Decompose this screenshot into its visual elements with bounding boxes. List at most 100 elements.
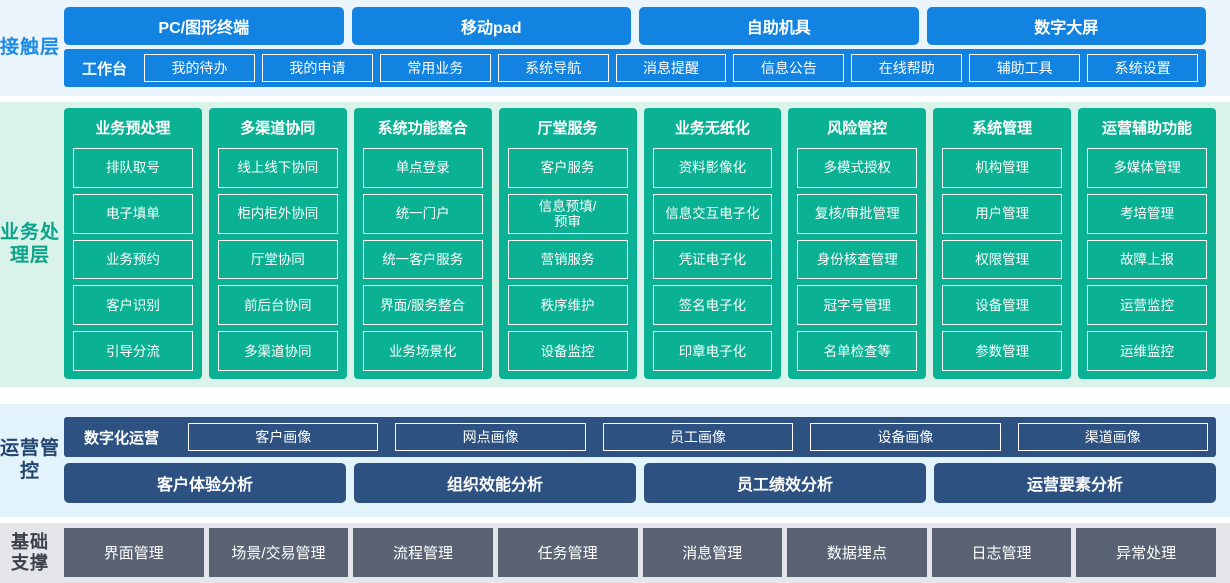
column-title: 多渠道协同 [240,120,316,137]
profile-device[interactable]: 设备画像 [810,423,1001,451]
column-title: 系统管理 [972,120,1033,137]
channel-mobile-pad[interactable]: 移动pad [351,7,631,45]
foundation-data-tracking[interactable]: 数据埋点 [787,528,927,577]
module-information-exchange-digitization[interactable]: 信息交互电子化 [652,193,773,234]
digital-operations-row: 数字化运营 客户画像 网点画像 员工画像 设备画像 渠道画像 [64,417,1216,457]
module-information-prefill-prereview[interactable]: 信息预填/ 预审 [507,193,628,234]
module-business-appointment[interactable]: 业务预约 [73,239,193,280]
layer-gap-1 [0,96,1230,102]
column-title: 业务无纸化 [674,120,750,137]
column-title: 风险管控 [827,120,888,137]
module-parameter-management[interactable]: 参数管理 [942,331,1063,371]
column-title: 系统功能整合 [377,120,468,137]
profile-customer[interactable]: 客户画像 [188,423,379,451]
workbench-title: 工作台 [82,60,128,78]
module-hall-collaboration[interactable]: 厅堂协同 [217,239,338,280]
foundation-support-layer: 基础 支撑 界面管理 场景/交易管理 流程管理 任务管理 消息管理 数据埋点 日… [0,523,1230,583]
module-electronic-form[interactable]: 电子填单 [73,193,193,234]
workbench-item-information-bulletin[interactable]: 信息公告 [733,54,845,82]
foundation-task-management[interactable]: 任务管理 [497,528,638,577]
module-permission-management[interactable]: 权限管理 [942,239,1063,280]
module-business-scenarioization[interactable]: 业务场景化 [362,331,483,371]
analysis-customer-experience[interactable]: 客户体验分析 [64,463,346,503]
profile-employee[interactable]: 员工画像 [602,423,794,451]
module-fault-reporting[interactable]: 故障上报 [1087,239,1207,280]
business-processing-layer-label: 业务处理层 [0,222,61,266]
foundation-log-management[interactable]: 日志管理 [931,528,1072,577]
workbench-item-auxiliary-tools[interactable]: 辅助工具 [969,54,1081,82]
channel-self-service-machine[interactable]: 自助机具 [639,7,919,45]
workbench-item-online-help[interactable]: 在线帮助 [851,54,963,82]
module-maintenance-monitoring[interactable]: 运维监控 [1087,331,1207,371]
module-front-back-office-collaboration[interactable]: 前后台协同 [217,285,338,326]
contact-layer: 接触层 PC/图形终端 移动pad 自助机具 数字大屏 工作台 我的待办 我的申… [0,0,1230,96]
module-multimedia-management[interactable]: 多媒体管理 [1087,148,1207,188]
module-queue-ticketing[interactable]: 排队取号 [73,148,193,188]
column-title: 运营辅助功能 [1102,120,1193,137]
module-training-assessment-management[interactable]: 考培管理 [1087,193,1207,234]
operations-management-body: 数字化运营 客户画像 网点画像 员工画像 设备画像 渠道画像 客户体验分析 组织… [60,404,1230,517]
workbench-item-my-todo[interactable]: 我的待办 [144,54,255,82]
module-order-maintenance[interactable]: 秩序维护 [507,285,628,326]
module-user-management[interactable]: 用户管理 [942,193,1063,234]
module-signature-digitization[interactable]: 签名电子化 [652,285,773,326]
workbench-item-system-settings[interactable]: 系统设置 [1087,54,1199,82]
module-multimode-authorization[interactable]: 多模式授权 [797,148,918,188]
module-single-sign-on[interactable]: 单点登录 [362,148,483,188]
contact-layer-label: 接触层 [0,36,61,58]
contact-layer-body: PC/图形终端 移动pad 自助机具 数字大屏 工作台 我的待办 我的申请 常用… [60,0,1230,96]
business-processing-layer: 业务处理层 业务预处理 排队取号 电子填单 业务预约 客户识别 引导分流 多渠道… [0,102,1230,387]
workbench-item-common-business[interactable]: 常用业务 [379,54,491,82]
foundation-support-body: 界面管理 场景/交易管理 流程管理 任务管理 消息管理 数据埋点 日志管理 异常… [60,523,1230,583]
channel-pc-terminal[interactable]: PC/图形终端 [64,7,344,45]
workbench-item-system-navigation[interactable]: 系统导航 [497,54,609,82]
foundation-exception-handling[interactable]: 异常处理 [1076,528,1216,577]
column-title: 厅堂服务 [537,120,598,137]
module-organization-management[interactable]: 机构管理 [942,148,1063,188]
workbench-item-my-application[interactable]: 我的申请 [261,54,373,82]
contact-channel-row: PC/图形终端 移动pad 自助机具 数字大屏 [64,7,1220,45]
module-document-imaging[interactable]: 资料影像化 [652,148,773,188]
workbench-toolbar: 工作台 我的待办 我的申请 常用业务 系统导航 消息提醒 信息公告 在线帮助 辅… [64,49,1206,87]
module-voucher-digitization[interactable]: 凭证电子化 [652,239,773,280]
module-identity-verification-management[interactable]: 身份核查管理 [797,239,918,280]
analysis-operational-elements[interactable]: 运营要素分析 [934,463,1216,503]
module-device-monitoring[interactable]: 设备监控 [507,331,628,371]
module-seal-digitization[interactable]: 印章电子化 [652,331,773,371]
module-marketing-service[interactable]: 营销服务 [507,239,628,280]
module-unified-customer-service[interactable]: 统一客户服务 [362,239,483,280]
operations-management-layer: 运营管控 数字化运营 客户画像 网点画像 员工画像 设备画像 渠道画像 客户体验… [0,404,1230,517]
operations-management-layer-label: 运营管控 [0,438,61,482]
analysis-organizational-effectiveness[interactable]: 组织效能分析 [354,463,636,503]
module-operation-monitoring[interactable]: 运营监控 [1087,285,1207,326]
foundation-support-layer-label: 基础 支撑 [11,531,49,573]
module-serial-number-management[interactable]: 冠字号管理 [797,285,918,326]
column-risk-control: 风险管控 多模式授权 复核/审批管理 身份核查管理 冠字号管理 名单检查等 [788,108,927,379]
column-system-management: 系统管理 机构管理 用户管理 权限管理 设备管理 参数管理 [933,108,1072,379]
foundation-process-management[interactable]: 流程管理 [353,528,493,577]
module-incounter-outcounter-collaboration[interactable]: 柜内柜外协同 [217,193,338,234]
foundation-scenario-transaction-management[interactable]: 场景/交易管理 [208,528,349,577]
column-hall-service: 厅堂服务 客户服务 信息预填/ 预审 营销服务 秩序维护 设备监控 [498,108,637,379]
profile-channel[interactable]: 渠道画像 [1017,423,1208,451]
analysis-employee-performance[interactable]: 员工绩效分析 [644,463,926,503]
module-review-approval-management[interactable]: 复核/审批管理 [797,193,918,234]
digital-operations-title: 数字化运营 [84,429,160,447]
module-customer-service[interactable]: 客户服务 [507,148,628,188]
foundation-message-management[interactable]: 消息管理 [642,528,783,577]
profile-outlet[interactable]: 网点画像 [395,423,586,451]
module-multichannel-collaboration[interactable]: 多渠道协同 [217,331,338,371]
module-online-offline-collaboration[interactable]: 线上线下协同 [217,148,338,188]
layer-gap-3 [0,517,1230,523]
module-customer-identification[interactable]: 客户识别 [73,285,193,326]
module-interface-service-integration[interactable]: 界面/服务整合 [362,285,483,326]
workbench-item-message-reminder[interactable]: 消息提醒 [615,54,727,82]
module-device-management[interactable]: 设备管理 [942,285,1063,326]
module-watchlist-check[interactable]: 名单检查等 [797,331,918,371]
module-guided-diversion[interactable]: 引导分流 [73,331,193,371]
column-paperless-business: 业务无纸化 资料影像化 信息交互电子化 凭证电子化 签名电子化 印章电子化 [643,108,782,379]
foundation-interface-management[interactable]: 界面管理 [64,528,204,577]
channel-digital-screen[interactable]: 数字大屏 [926,7,1206,45]
module-unified-portal[interactable]: 统一门户 [362,193,483,234]
